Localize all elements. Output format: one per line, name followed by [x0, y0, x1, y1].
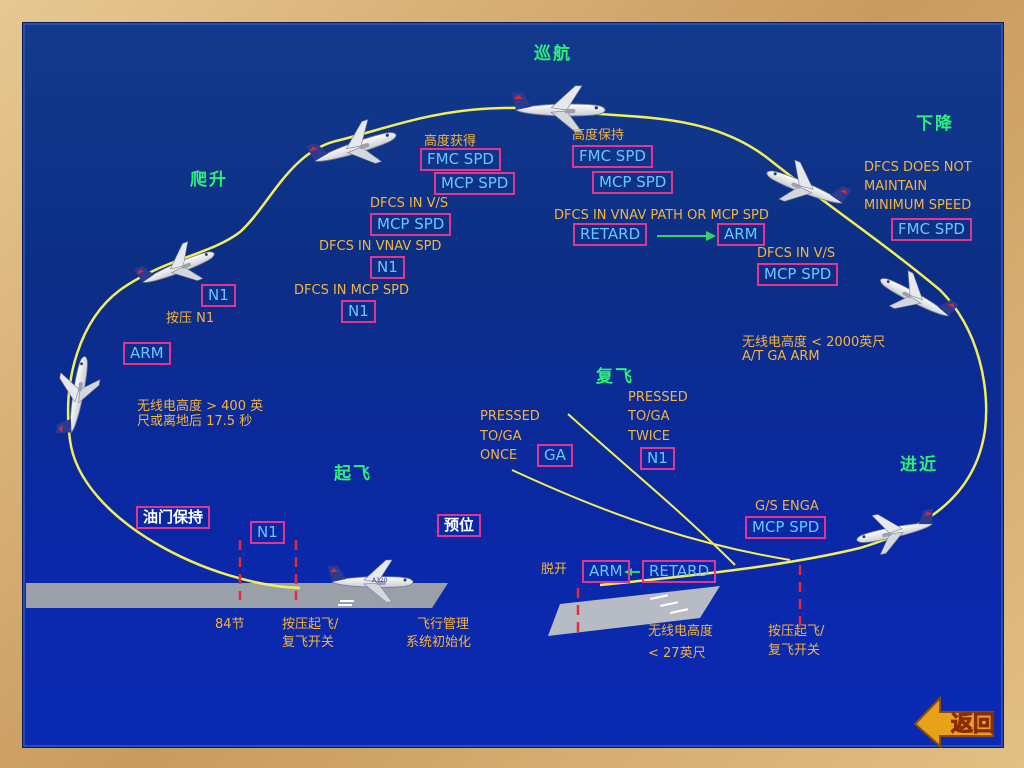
- takeoff-toga-line2: 复飞开关: [282, 635, 335, 650]
- n1-condition-line2: 尺或离地后 17.5 秒: [137, 414, 253, 429]
- aircraft-takeoff-vertical: [49, 352, 104, 440]
- dfcs-vnav-path-label: DFCS IN VNAV PATH OR MCP SPD: [554, 208, 769, 223]
- phase-approach: 进近: [900, 455, 938, 475]
- cruise-mcp-spd-box: MCP SPD: [592, 171, 674, 194]
- descent-fmc-spd-box: FMC SPD: [891, 218, 972, 241]
- mcp-n1-box: N1: [341, 300, 376, 323]
- aircraft-climb-2: [303, 112, 403, 183]
- press-n1-label: 按压 N1: [166, 311, 215, 326]
- landing-runway-markings: [649, 594, 689, 614]
- approach-arm-box: ARM: [582, 560, 630, 583]
- return-button[interactable]: 返回: [905, 684, 1005, 749]
- pressed-twice-line1: PRESSED: [628, 390, 688, 405]
- go-around-line-once: [511, 469, 791, 561]
- approach-toga-line2: 复飞开关: [768, 643, 821, 658]
- fms-init-line1: 飞行管理: [417, 617, 470, 632]
- knots-84-label: 84节: [215, 617, 245, 632]
- disengage-label: 脱开: [541, 562, 568, 577]
- takeoff-runway-markings: [338, 600, 354, 606]
- diagram-panel: [22, 22, 1004, 748]
- climb-vs-mcp-spd-box: MCP SPD: [370, 213, 452, 236]
- go-around-ga-box: GA: [537, 444, 573, 467]
- pressed-twice-line3: TWICE: [628, 429, 670, 444]
- climb-fmc-spd-box: FMC SPD: [420, 148, 501, 171]
- ga-arm-condition-line1: 无线电高度 < 2000英尺: [742, 335, 886, 350]
- return-arrow-icon: 返回: [913, 695, 996, 749]
- throttle-hold-box: 油门保持: [136, 506, 211, 529]
- gs-engage-label: G/S ENGA: [755, 499, 819, 514]
- phase-cruise: 巡航: [534, 44, 572, 64]
- pressed-once-line1: PRESSED: [480, 409, 540, 424]
- radio-alt-27-line2: < 27英尺: [648, 646, 706, 661]
- preset-box: 预位: [437, 514, 482, 537]
- descent-note-line1: DFCS DOES NOT: [864, 160, 972, 175]
- climb-mcp-spd-box: MCP SPD: [434, 172, 516, 195]
- dfcs-vnav-spd-label: DFCS IN VNAV SPD: [319, 239, 442, 254]
- dfcs-mcp-spd-label: DFCS IN MCP SPD: [294, 283, 410, 298]
- approach-mcp-spd-box: MCP SPD: [745, 516, 827, 539]
- go-around-line-twice: [567, 413, 736, 566]
- return-label: 返回: [951, 712, 995, 737]
- phase-climb: 爬升: [190, 170, 228, 190]
- n1-condition-line1: 无线电高度 > 400 英: [137, 399, 264, 414]
- pressed-once-line2: TO/GA: [480, 429, 522, 444]
- phase-descent: 下降: [916, 114, 954, 134]
- approach-retard-box: RETARD: [642, 560, 717, 583]
- press-n1-box: N1: [201, 284, 236, 307]
- climb-arm-box: ARM: [123, 342, 171, 365]
- cruise-arm-box: ARM: [717, 223, 765, 246]
- altitude-capture-label: 高度获得: [424, 134, 477, 149]
- descent-mcp-spd-box: MCP SPD: [757, 263, 839, 286]
- go-around-n1-box: N1: [640, 447, 675, 470]
- aircraft-approach: [852, 502, 941, 560]
- radio-alt-27-line1: 无线电高度: [648, 624, 714, 639]
- aircraft-cruise: [511, 85, 606, 133]
- cruise-retard-box: RETARD: [573, 223, 648, 246]
- approach-toga-line1: 按压起飞/: [768, 624, 825, 639]
- retard-to-arm-arrow: [657, 231, 716, 241]
- ga-arm-condition-line2: A/T GA ARM: [742, 349, 820, 364]
- takeoff-toga-line1: 按压起飞/: [282, 617, 339, 632]
- dfcs-vs-label: DFCS IN V/S: [370, 196, 449, 211]
- landing-runway: [548, 586, 720, 636]
- descent-note-line2: MAINTAIN: [864, 179, 928, 194]
- fms-init-line2: 系统初始化: [406, 635, 472, 650]
- phase-go-around: 复飞: [596, 367, 634, 387]
- aircraft-livery: A320: [372, 577, 388, 584]
- descent-note-line3: MINIMUM SPEED: [864, 198, 972, 213]
- cruise-fmc-spd-box: FMC SPD: [572, 145, 653, 168]
- pressed-once-line3: ONCE: [480, 448, 518, 463]
- takeoff-n1-box: N1: [250, 521, 285, 544]
- phase-takeoff: 起飞: [334, 464, 372, 484]
- descent-dfcs-vs-label: DFCS IN V/S: [757, 246, 836, 261]
- vnav-n1-box: N1: [370, 256, 405, 279]
- pressed-twice-line2: TO/GA: [628, 409, 670, 424]
- altitude-hold-label: 高度保持: [572, 128, 625, 143]
